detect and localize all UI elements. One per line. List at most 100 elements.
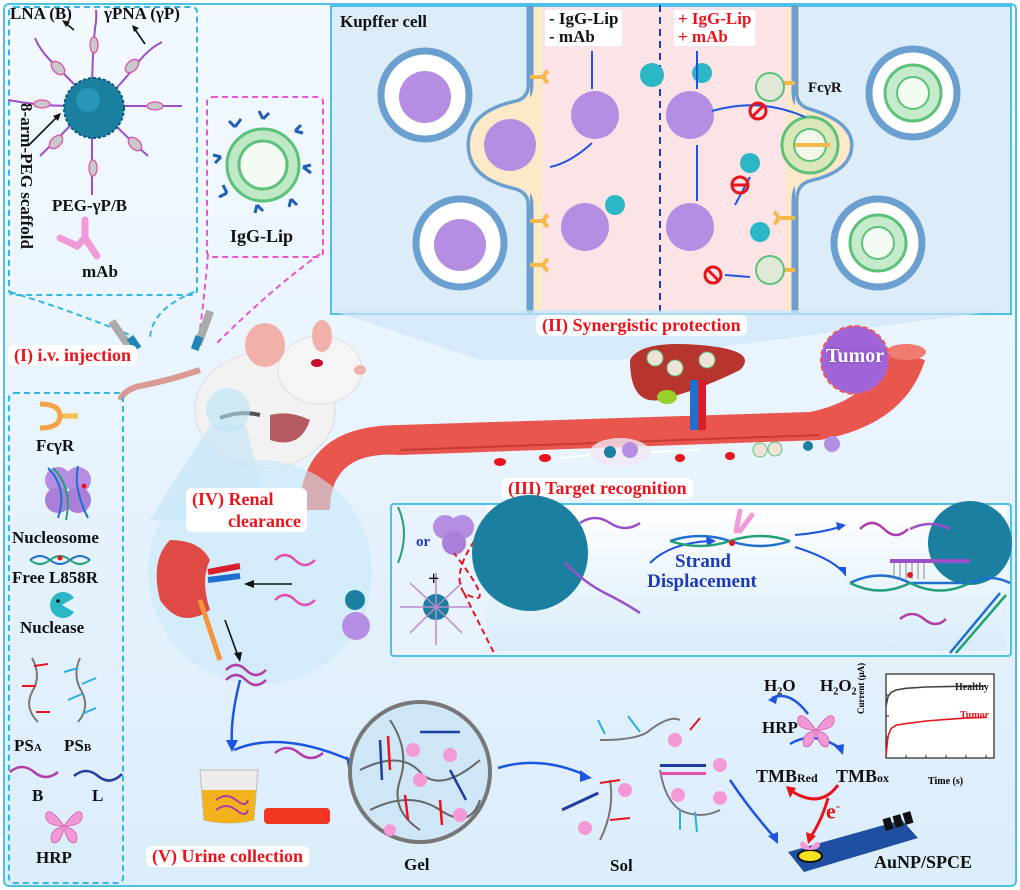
probe-strands-icon [22, 657, 97, 723]
liver-illustration [630, 344, 745, 430]
scaffold-pointer-arrow [27, 115, 59, 147]
detection-scene [728, 694, 918, 872]
legend-hrp-label: HRP [36, 848, 72, 867]
step5-label: (V) Urine collection [146, 846, 309, 867]
fcgr-icon [39, 401, 78, 431]
minus-igg-label: - IgG-Lip [549, 9, 619, 28]
peg-label: PEG-γP/B [52, 196, 128, 215]
lna-label: LNA (B) [10, 4, 72, 23]
plus-igg-label: + IgG-Lip [678, 9, 752, 28]
plus-mab-label: + mAb [678, 27, 728, 46]
kupffer-title: Kupffer cell [340, 12, 428, 31]
peg-scaffold-graphic [7, 9, 182, 195]
scaffold-zoom-right [928, 501, 1012, 585]
displacement-line: Displacement [647, 571, 757, 592]
step4-label: (IV) Renal clearance [186, 488, 307, 532]
nucleosome-icon [45, 465, 91, 521]
urine-cap [264, 808, 330, 824]
step3-label: (III) Target recognition [502, 478, 693, 499]
gpna-label: γPNA (γP) [104, 4, 180, 23]
gel-network [348, 700, 492, 844]
urine-gel-sol-scene [199, 679, 727, 844]
engulfed-nucleosome [484, 119, 536, 171]
igg-liposome-graphic [212, 110, 312, 214]
strand-b [9, 765, 59, 779]
igg-lip-label: IgG-Lip [230, 226, 294, 246]
electron-label: e- [826, 798, 841, 824]
circulation-scene [108, 309, 1005, 520]
tumor-label: Tumor [826, 345, 885, 367]
step1-label: (I) i.v. injection [8, 345, 137, 366]
spce-electrode [788, 811, 918, 872]
strand-l [73, 769, 123, 782]
free-dna-icon [29, 555, 91, 565]
minus-conditions: - IgG-Lip - mAb [545, 9, 623, 46]
gel-label: Gel [404, 855, 430, 874]
step2-label: (II) Synergistic protection [536, 315, 747, 336]
prohibit-icons [703, 101, 768, 285]
legend-nucleosome-label: Nucleosome [12, 528, 99, 547]
vesicle-right-top [865, 45, 961, 141]
tmb-red-label: TMBRed [756, 766, 818, 786]
chart-xlabel: Time (s) [928, 776, 964, 787]
fcgr-receptor-label: FcγR [808, 80, 842, 96]
plus-conditions: + IgG-Lip + mAb [674, 9, 756, 46]
hrp-reaction-label: HRP [762, 718, 798, 737]
legend-b-label: B [32, 786, 44, 805]
mab-icon [56, 216, 101, 260]
electrode-label: AuNP/SPCE [874, 852, 973, 872]
strand-line1: Strand [675, 551, 731, 572]
tmb-ox-label: TMBox [836, 766, 890, 786]
current-time-chart [885, 673, 995, 759]
chart-ylabel: Current (μA) [856, 662, 866, 714]
nucleosome-protected [666, 91, 714, 139]
hrp-enzyme-icon [797, 715, 835, 748]
scaffold-zoom-left [472, 495, 588, 611]
h2o2-label: H₂O₂ [820, 676, 857, 695]
legend-healthy: Healthy [955, 682, 989, 693]
syringe-left [108, 318, 142, 354]
nuclease-icon [50, 592, 74, 618]
component-legend-box [8, 392, 124, 884]
syringe-right [190, 309, 214, 351]
legend-nuclease-label: Nuclease [20, 618, 85, 637]
strand-displacement-label: Strand [648, 552, 758, 572]
nucleosome-digested [561, 203, 609, 251]
step4-line1: (IV) Renal [192, 489, 274, 509]
kidney [156, 540, 210, 618]
legend-psb-label: PSB [64, 736, 92, 755]
vesicle-left-bottom [412, 195, 508, 291]
legend-fcgr-label: FcγR [36, 436, 75, 455]
recognition-graphic [397, 501, 1012, 654]
legend-l-label: L [92, 786, 104, 805]
sol-strands [561, 715, 727, 841]
hrp-icon [45, 811, 83, 844]
scaffold-legend-box [8, 6, 198, 296]
legend-tumor: Tumor [960, 710, 990, 721]
legend-free-label: Free L858R [12, 568, 99, 587]
series-line-tumor [885, 716, 987, 756]
vesicle-left-top [377, 47, 473, 143]
plus-label: + [428, 568, 440, 590]
legend-psa-label: PSA [14, 736, 42, 755]
nucleosome-protected-2 [666, 203, 714, 251]
nucleosome-free [571, 91, 619, 139]
strand-b-l-icons [9, 765, 123, 782]
tumor-mass [821, 326, 889, 394]
urine-cup [199, 769, 330, 824]
or-label: or [416, 534, 431, 550]
igg-lip-box [206, 96, 324, 258]
sol-label: Sol [610, 856, 633, 875]
series-line-healthy [885, 685, 986, 707]
small-liposomes [755, 72, 785, 285]
minus-mab-label: - mAb [549, 27, 595, 46]
kupffer-graphic [377, 5, 961, 313]
mab-label: mAb [82, 262, 118, 281]
gpna-pointer-arrow [133, 27, 146, 45]
psa-strand [28, 657, 39, 723]
mouse-tail [117, 367, 201, 402]
ureter [197, 599, 223, 661]
step4-line2: clearance [228, 511, 301, 531]
h2o-label: H₂O [764, 676, 796, 695]
vesicle-right-bottom [830, 195, 926, 291]
